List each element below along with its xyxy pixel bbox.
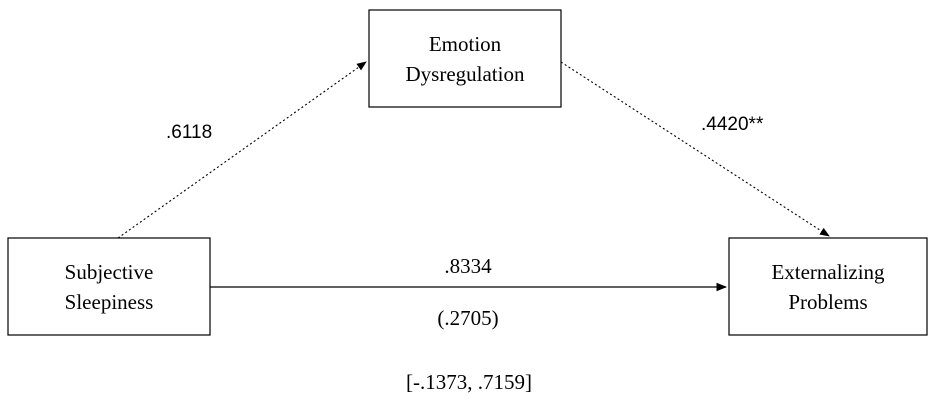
path-c-standard-error: (.2705) <box>437 306 498 330</box>
predictor-label-line2: Sleepiness <box>65 290 154 314</box>
mediator-label-line2: Dysregulation <box>406 62 525 86</box>
mediator-node: Emotion Dysregulation <box>368 9 562 108</box>
path-a-arrow <box>117 61 367 239</box>
predictor-node: Subjective Sleepiness <box>7 237 211 336</box>
predictor-box <box>7 237 211 336</box>
path-a-coefficient: .6118 <box>166 122 212 143</box>
outcome-label-line2: Problems <box>788 290 867 314</box>
outcome-node: Externalizing Problems <box>728 237 928 336</box>
path-b-arrow <box>560 61 830 237</box>
path-b-coefficient: .4420** <box>701 114 764 135</box>
mediator-box <box>368 9 562 108</box>
confidence-interval: [-.1373, .7159] <box>406 370 532 394</box>
mediator-label-line1: Emotion <box>429 32 502 56</box>
path-c-coefficient: .8334 <box>444 254 492 278</box>
predictor-label-line1: Subjective <box>65 260 154 284</box>
outcome-label-line1: Externalizing <box>771 260 885 284</box>
outcome-box <box>728 237 928 336</box>
